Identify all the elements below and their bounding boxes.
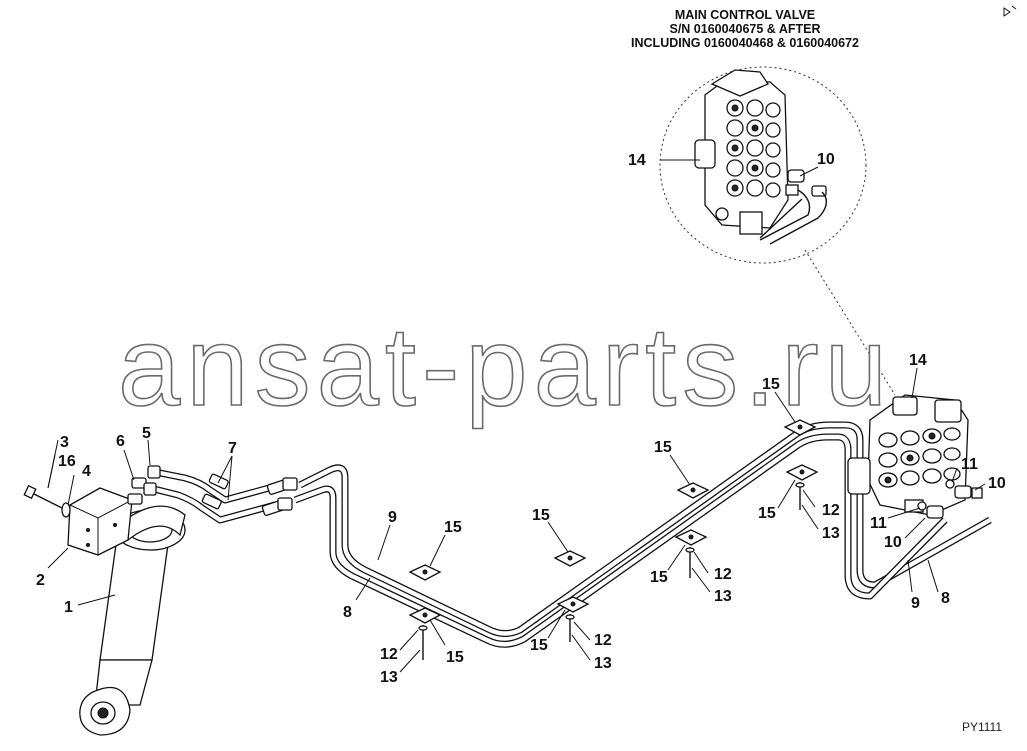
callout-8-left: 8 (343, 604, 352, 621)
header-line-1: MAIN CONTROL VALVE (675, 8, 815, 22)
corner-mark (1003, 5, 1017, 17)
callout-4: 4 (82, 463, 91, 480)
detail-control-valve (694, 69, 789, 235)
callout-14-main: 14 (909, 352, 927, 369)
leader-lines (47, 159, 986, 673)
callout-16: 16 (58, 453, 76, 470)
figure-code: PY1111 (962, 720, 1002, 734)
cylinder-fittings (127, 465, 161, 505)
callout-15-e: 15 (654, 439, 672, 456)
watermark: ansat-parts.ru (118, 304, 893, 429)
clamp-7 (783, 419, 817, 436)
clamp-6 (674, 529, 708, 578)
clamp-8 (785, 464, 819, 510)
callout-10-b: 10 (884, 534, 902, 551)
callout-13-b: 13 (594, 655, 612, 672)
callout-6: 6 (116, 433, 125, 450)
callout-9-right: 9 (911, 595, 920, 612)
callout-15-b: 15 (446, 649, 464, 666)
clamp-4 (556, 596, 590, 642)
clamp-3 (553, 550, 587, 567)
header-line-3: INCLUDING 0160040468 & 0160040672 (631, 36, 859, 50)
hydraulic-lines (149, 421, 992, 648)
callout-5: 5 (142, 425, 151, 442)
callout-8-right: 8 (941, 590, 950, 607)
callout-2: 2 (36, 572, 45, 589)
detail-fittings (759, 169, 828, 245)
callout-12-a: 12 (380, 646, 398, 663)
callout-7: 7 (228, 440, 237, 457)
clamp-5 (676, 482, 710, 499)
callout-15-g: 15 (762, 376, 780, 393)
header-line-2: S/N 0160040675 & AFTER (669, 22, 820, 36)
callout-13-c: 13 (714, 588, 732, 605)
callout-15-f: 15 (650, 569, 668, 586)
callout-10-detail: 10 (817, 151, 835, 168)
callout-15-a: 15 (444, 519, 462, 536)
callout-15-c: 15 (532, 507, 550, 524)
callout-labels: 3 16 4 2 1 6 5 7 9 8 15 15 12 13 15 15 1… (36, 151, 1006, 686)
clamp-1 (408, 564, 442, 581)
callout-13-a: 13 (380, 669, 398, 686)
callout-14-detail: 14 (628, 152, 646, 169)
callout-3: 3 (60, 434, 69, 451)
callout-10-a: 10 (988, 475, 1006, 492)
cylinder (67, 487, 186, 736)
bolt-washer (23, 484, 71, 518)
detail-leader (804, 249, 896, 396)
detail-circle (659, 66, 867, 264)
callout-11-a: 11 (961, 456, 978, 473)
detail-header: MAIN CONTROL VALVE S/N 0160040675 & AFTE… (631, 8, 859, 50)
callout-1: 1 (64, 599, 73, 616)
callout-12-d: 12 (822, 502, 840, 519)
clamp-2 (408, 607, 442, 660)
callout-12-b: 12 (594, 632, 612, 649)
callout-13-d: 13 (822, 525, 840, 542)
callout-11-b: 11 (870, 515, 887, 532)
callout-15-d: 15 (530, 637, 548, 654)
callout-15-h: 15 (758, 505, 776, 522)
callout-12-c: 12 (714, 566, 732, 583)
callout-9-left: 9 (388, 509, 397, 526)
clamps (408, 419, 819, 660)
